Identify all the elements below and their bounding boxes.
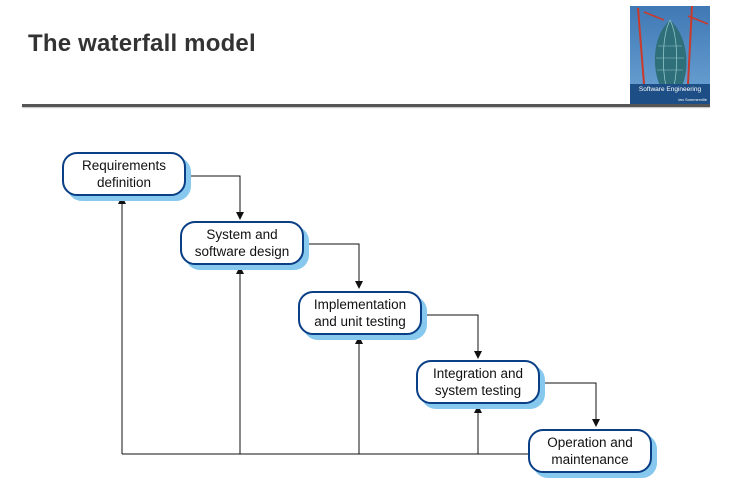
stage-label: Integration and system testing xyxy=(432,366,524,398)
book-cover-art xyxy=(630,6,710,107)
stage-label: Operation and maintenance xyxy=(547,435,633,467)
page-title: The waterfall model xyxy=(28,30,256,57)
stage-label: Implementation and unit testing xyxy=(313,297,407,329)
title-divider xyxy=(22,104,710,107)
stage-label: Requirements definition xyxy=(81,158,167,190)
stage-integration-system-testing: Integration and system testing xyxy=(416,360,540,404)
book-cover-image: Software Engineering Ian Sommerville xyxy=(630,6,710,107)
flow-arrow-4 xyxy=(542,382,600,427)
stage-label: System and software design xyxy=(194,227,290,259)
book-author: Ian Sommerville xyxy=(678,97,707,102)
book-title: Software Engineering xyxy=(638,86,702,93)
stage-system-software-design: System and software design xyxy=(180,221,304,265)
stage-operation-maintenance: Operation and maintenance xyxy=(528,429,652,473)
flow-arrow-1 xyxy=(186,175,244,220)
stage-implementation-unit-testing: Implementation and unit testing xyxy=(298,291,422,335)
flow-arrow-3 xyxy=(423,314,482,359)
stage-requirements-definition: Requirements definition xyxy=(62,152,186,196)
flow-arrow-2 xyxy=(304,243,363,289)
